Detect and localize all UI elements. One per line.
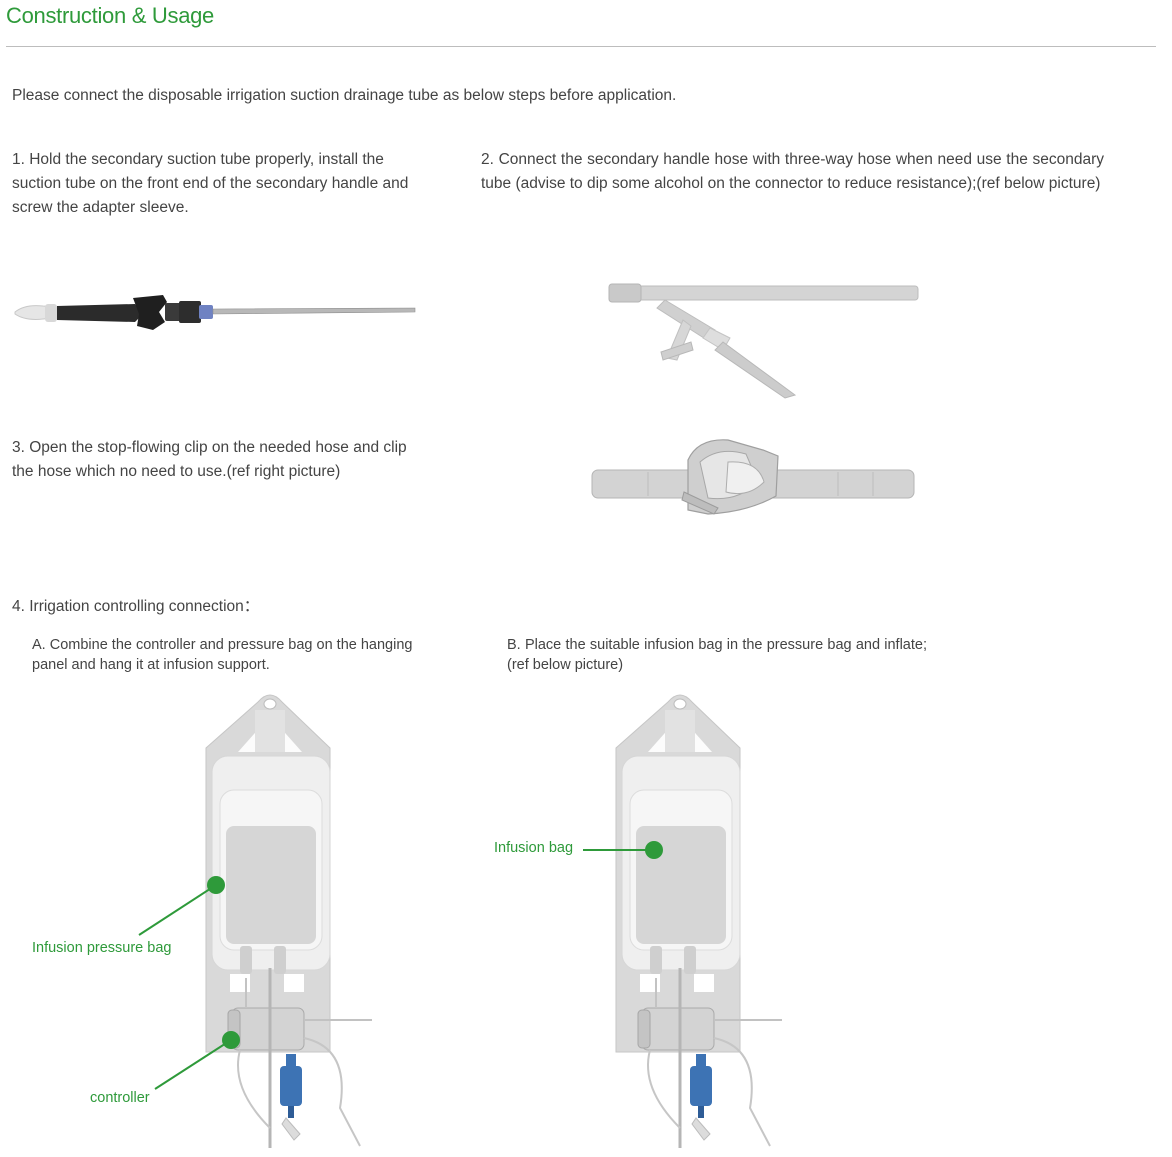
- label-controller: controller: [90, 1090, 150, 1106]
- pressure-bag-panel-illustration-a: [205, 694, 372, 1148]
- step-4a-text: A. Combine the controller and pressure b…: [32, 637, 413, 673]
- stop-flow-clip-illustration: [591, 439, 915, 515]
- suction-handle-illustration: [14, 295, 416, 330]
- intro-text: Please connect the disposable irrigation…: [12, 87, 677, 104]
- label-infusion-pressure-bag: Infusion pressure bag: [32, 940, 172, 956]
- step-1-text: 1. Hold the secondary suction tube prope…: [12, 151, 409, 216]
- step-4-heading: 4. Irrigation controlling connection：: [12, 598, 260, 615]
- title-divider: [6, 46, 1156, 47]
- step-3-text: 3. Open the stop-flowing clip on the nee…: [12, 439, 407, 480]
- step-4b-text: B. Place the suitable infusion bag in th…: [507, 637, 927, 673]
- pressure-bag-panel-illustration-b: [615, 694, 782, 1148]
- page-title: Construction & Usage: [6, 3, 214, 28]
- step-2-text: 2. Connect the secondary handle hose wit…: [481, 151, 1104, 192]
- three-way-hose-illustration: [608, 283, 919, 399]
- label-infusion-bag: Infusion bag: [494, 840, 574, 856]
